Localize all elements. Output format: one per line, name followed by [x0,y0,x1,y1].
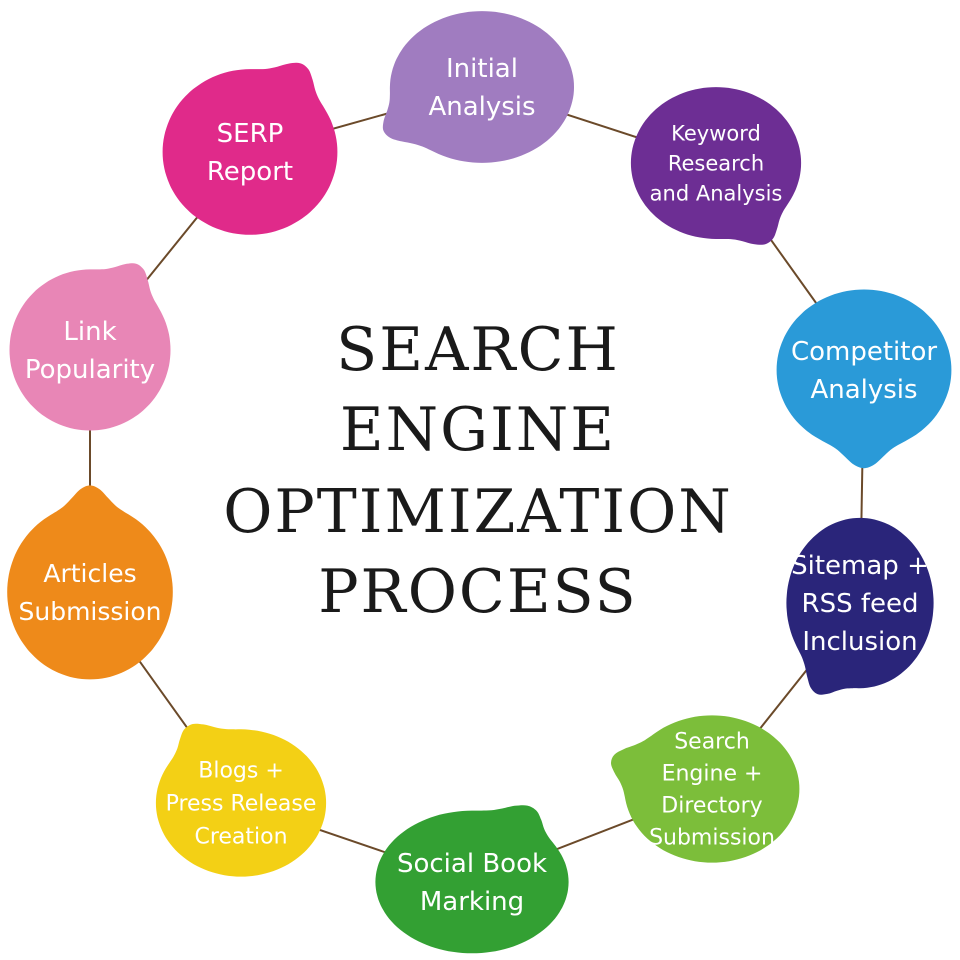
step-label: Marking [420,887,524,917]
center-title-line: SEARCH [336,315,620,385]
step-label: Analysis [810,375,917,405]
step-label: Blogs + [198,759,284,784]
center-title-line: OPTIMIZATION [223,477,733,547]
step-shape [776,289,952,469]
step-label: Inclusion [802,627,917,657]
step-serp-report: SERP Report [162,62,338,235]
step-shape [630,87,802,245]
step-shape [375,805,569,954]
step-shape [155,723,327,877]
step-label: Press Release [166,792,317,817]
step-label: Search [674,730,750,755]
step-shape [786,517,934,695]
step-label: Creation [194,825,287,850]
step-label: Submission [649,826,775,851]
center-title: SEARCH ENGINE OPTIMIZATION PROCESS [223,315,733,627]
step-label: Initial [446,54,518,84]
step-label: Research [668,151,764,175]
step-label: Submission [18,597,161,626]
step-label: Link [63,317,116,347]
step-label: Report [207,157,293,187]
step-shape [9,263,171,431]
step-label: Competitor [791,337,937,367]
step-shape [7,485,173,680]
step-label: Directory [661,794,762,819]
step-shape [162,62,338,235]
step-label: Sitemap + [791,551,929,581]
center-title-line: PROCESS [318,557,638,627]
step-shape [611,715,800,863]
step-label: Social Book [397,849,547,879]
step-shape [382,11,574,163]
step-label: Articles [43,559,136,588]
step-label: Popularity [25,355,155,385]
step-label: and Analysis [650,181,783,205]
step-label: Keyword [671,121,761,145]
step-label: RSS feed [802,589,919,619]
step-label: SERP [217,119,284,149]
center-title-line: ENGINE [340,395,616,465]
step-label: Engine + [662,762,763,787]
step-label: Analysis [428,92,535,122]
